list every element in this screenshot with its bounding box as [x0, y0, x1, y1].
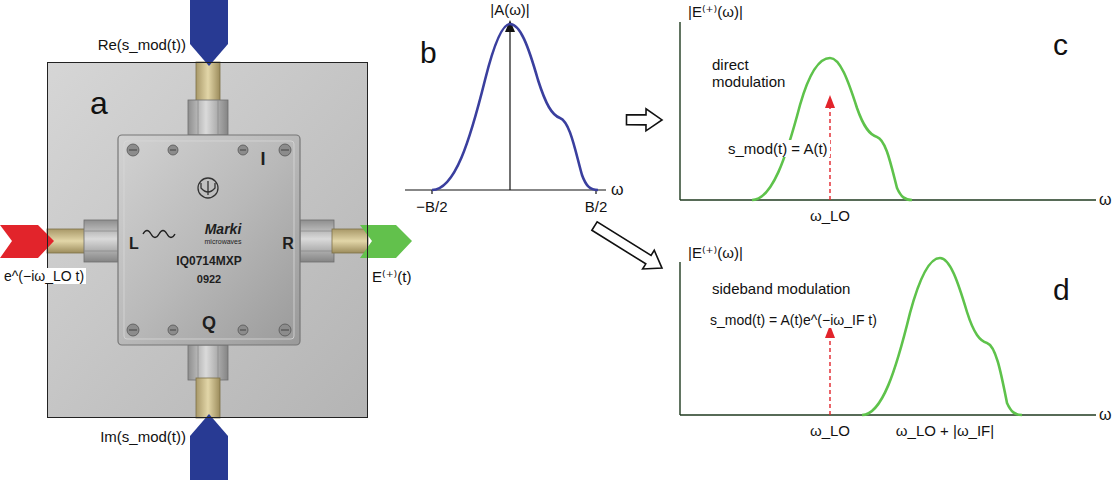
- panel-letter: c: [1053, 28, 1068, 63]
- port-marking: I: [260, 149, 265, 170]
- axis-label: ω: [1099, 406, 1112, 424]
- panel-letter: b: [420, 36, 437, 71]
- spectrum-plot-d: [680, 258, 1096, 415]
- tick-label: −B/2: [416, 198, 447, 215]
- q-input-arrow: [190, 414, 228, 480]
- tick-label: ω_LO + |ω_IF|: [896, 422, 994, 439]
- annotation: direct modulation: [712, 56, 804, 91]
- annotation: sideband modulation: [712, 280, 850, 297]
- brand-marking: Marki: [205, 221, 242, 237]
- hollow-arrow: [592, 222, 662, 269]
- hollow-arrow: [626, 109, 662, 131]
- panel-letter: a: [90, 85, 108, 122]
- spectrum-plot-b: [405, 20, 606, 194]
- brand-marking: microwaves: [205, 238, 242, 246]
- tick-label: ω_LO: [810, 422, 850, 439]
- formula: s_mod(t) = A(t): [726, 140, 830, 157]
- tick-label: ω_LO: [810, 207, 850, 224]
- lo-input-arrow: [0, 225, 54, 258]
- port-marking: Q: [202, 313, 216, 334]
- axis-label: ω: [611, 181, 624, 199]
- formula: s_mod(t) = A(t)e^(−iω_IF t): [708, 312, 879, 328]
- axis-label: |E⁽⁺⁾(ω)|: [688, 244, 743, 261]
- panel-letter: d: [1053, 273, 1070, 308]
- signal-label: Re(s_mod(t)): [98, 36, 186, 53]
- signal-label: Im(s_mod(t)): [100, 428, 186, 445]
- spectrum-plot-c: [680, 22, 1096, 200]
- axis-label: |A(ω)|: [490, 1, 530, 18]
- axis-label: ω: [1099, 191, 1112, 209]
- port-marking: R: [282, 235, 294, 253]
- signal-label: e^(−iω_LO t): [2, 268, 86, 284]
- port-marking: L: [129, 235, 139, 253]
- spectrum-panel: b |A(ω)| −B/2 B/2ω: [398, 0, 627, 226]
- tick-label: B/2: [585, 198, 608, 215]
- spectrum-panel: c |E⁽⁺⁾(ω)| direct modulation s_mod(t) = A(…: [662, 0, 1115, 236]
- part-number: IQ0714MXP: [176, 255, 241, 269]
- axis-label: |E⁽⁺⁾(ω)|: [688, 3, 743, 20]
- date-code: 0922: [197, 273, 221, 286]
- i-input-arrow: [190, 0, 228, 66]
- signal-label: E⁽⁺⁾(t): [372, 268, 411, 285]
- spectrum-panel: d |E⁽⁺⁾(ω)| sideband modulation s_mod(t) = …: [662, 240, 1115, 478]
- mixer-photo-frame: aI Q L R MarkimicrowavesIQ0714MXP 0922: [47, 62, 368, 418]
- mixer-photo: [47, 62, 368, 418]
